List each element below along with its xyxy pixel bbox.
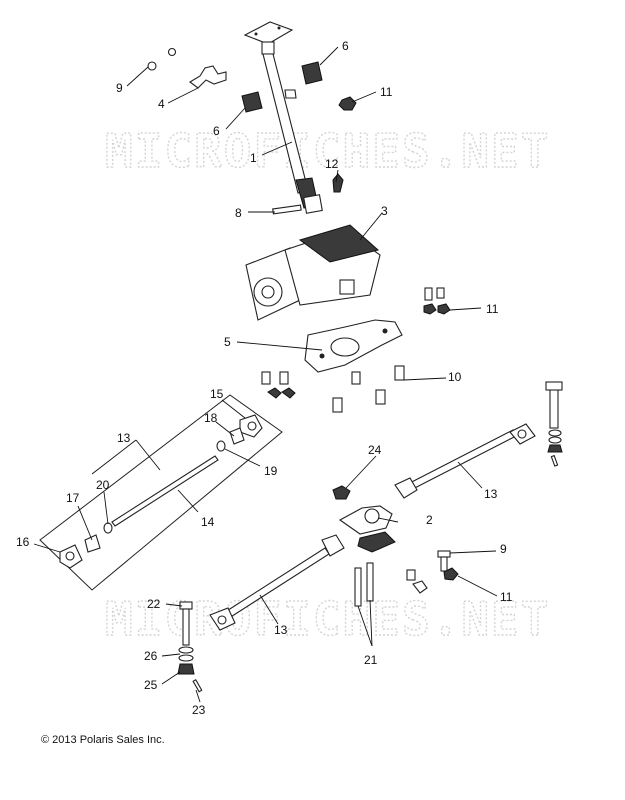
callout-11-top: 11 <box>380 85 393 99</box>
callout-11-bottom: 11 <box>500 590 513 604</box>
callout-13-bottom: 13 <box>274 623 288 637</box>
copyright-text: © 2013 Polaris Sales Inc. <box>41 734 165 746</box>
callout-6-left: 6 <box>213 124 220 138</box>
callout-labels: 1 2 3 4 5 6 6 8 9 9 10 11 11 11 12 13 13… <box>16 39 513 717</box>
callout-19: 19 <box>264 464 278 478</box>
nut-part-25 <box>177 663 195 675</box>
pin-part-23 <box>192 679 203 693</box>
bolt-stack-part-right <box>545 381 563 467</box>
callout-13-right: 13 <box>484 487 498 501</box>
steering-column-part <box>243 21 323 214</box>
callout-2: 2 <box>426 513 433 527</box>
washer-part-26 <box>178 646 194 662</box>
tie-rod-kit-box <box>39 394 283 591</box>
bushing-part-a <box>241 91 263 113</box>
callout-16: 16 <box>16 535 30 549</box>
callout-26: 26 <box>144 649 158 663</box>
callout-12: 12 <box>325 157 339 171</box>
callout-13-left: 13 <box>117 431 131 445</box>
callout-9-top: 9 <box>116 81 123 95</box>
callout-22: 22 <box>147 597 161 611</box>
callout-4: 4 <box>158 97 165 111</box>
tie-rod-kit-parts <box>59 414 263 569</box>
nut-part-24 <box>332 485 351 500</box>
callout-14: 14 <box>201 515 215 529</box>
nut-part-11-bottom <box>412 567 459 594</box>
callout-5: 5 <box>224 335 231 349</box>
callout-20: 20 <box>96 478 110 492</box>
callout-17: 17 <box>66 491 80 505</box>
callout-8: 8 <box>235 206 242 220</box>
clamp-part <box>189 65 227 89</box>
tie-rod-part-bottom <box>209 534 345 631</box>
watermark-bottom: MICROFICHES.NET <box>105 592 550 646</box>
nut-part-11-top <box>338 96 357 111</box>
callout-3: 3 <box>381 204 388 218</box>
callout-15: 15 <box>210 387 224 401</box>
tie-rod-part-right <box>394 423 536 499</box>
pin-part-8 <box>272 204 302 215</box>
callout-6-top: 6 <box>342 39 349 53</box>
callout-18: 18 <box>204 411 218 425</box>
bolt-part-9-top <box>147 47 177 71</box>
callout-21: 21 <box>364 653 378 667</box>
callout-24: 24 <box>368 443 382 457</box>
callout-11-mid: 11 <box>486 302 499 316</box>
callout-23: 23 <box>192 703 206 717</box>
bolt-part-10-group <box>261 365 405 413</box>
gearbox-part <box>245 224 381 321</box>
callout-10: 10 <box>448 370 462 384</box>
pitman-arm-part <box>338 505 396 553</box>
callout-9-bottom: 9 <box>500 542 507 556</box>
bushing-part-b <box>301 61 323 85</box>
bolt-part-9-bottom <box>406 550 451 581</box>
callout-1: 1 <box>250 151 257 165</box>
leader-lines <box>33 46 498 703</box>
bolt-part-near-gearbox <box>423 287 451 315</box>
watermark-top: MICROFICHES.NET <box>105 124 550 178</box>
mounting-plate-part <box>304 319 403 373</box>
callout-25: 25 <box>144 678 158 692</box>
